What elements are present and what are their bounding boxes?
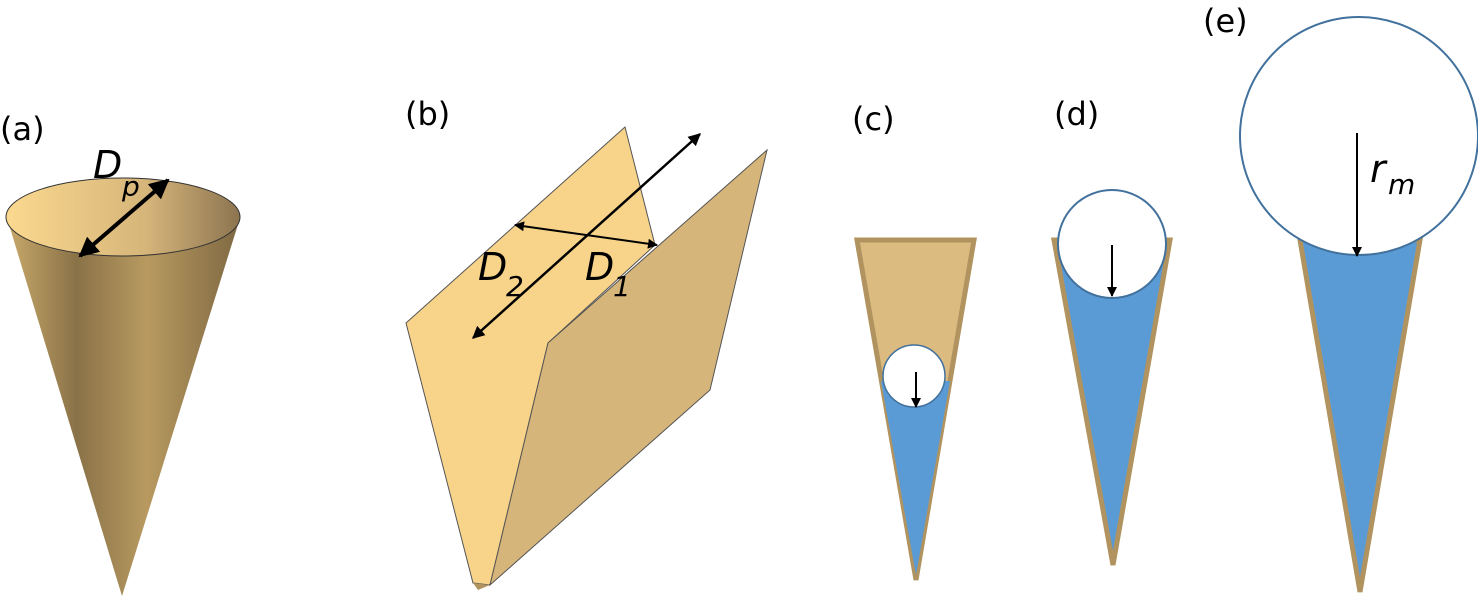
- panel-c-label: (c): [852, 100, 895, 138]
- panel-b-label: (b): [405, 95, 450, 133]
- dp-arrow: [78, 178, 170, 258]
- meniscus-circle-d: [1057, 189, 1167, 299]
- d1-symbol: D: [585, 245, 614, 289]
- d2-subscript: 2: [506, 270, 524, 303]
- liquid-c: [881, 381, 950, 575]
- meniscus-circle-c: [882, 344, 946, 408]
- rm-symbol: r: [1370, 147, 1388, 191]
- panel-b-groove: (b) D 2 D 1: [405, 95, 768, 590]
- panel-d-label: (d): [1054, 95, 1099, 133]
- liquid-e: [1297, 237, 1423, 593]
- meniscus-circle-e: [1239, 16, 1478, 256]
- rm-subscript: m: [1388, 168, 1415, 201]
- panel-a-label: (a): [0, 110, 45, 148]
- plate-bottom: [473, 583, 490, 590]
- panel-a-cone: (a) D p: [0, 110, 241, 596]
- panel-e-groove: (e) r m: [1203, 2, 1478, 593]
- dp-subscript: p: [121, 170, 140, 203]
- d1-subscript: 1: [613, 270, 631, 303]
- d1-arrow: [514, 221, 658, 249]
- panel-c-groove: (c): [852, 100, 977, 581]
- cone-body: [7, 218, 240, 596]
- d2-symbol: D: [478, 245, 507, 289]
- dp-symbol: D: [93, 143, 122, 187]
- panel-d-groove: (d): [1051, 95, 1173, 566]
- panel-e-label: (e): [1203, 2, 1248, 40]
